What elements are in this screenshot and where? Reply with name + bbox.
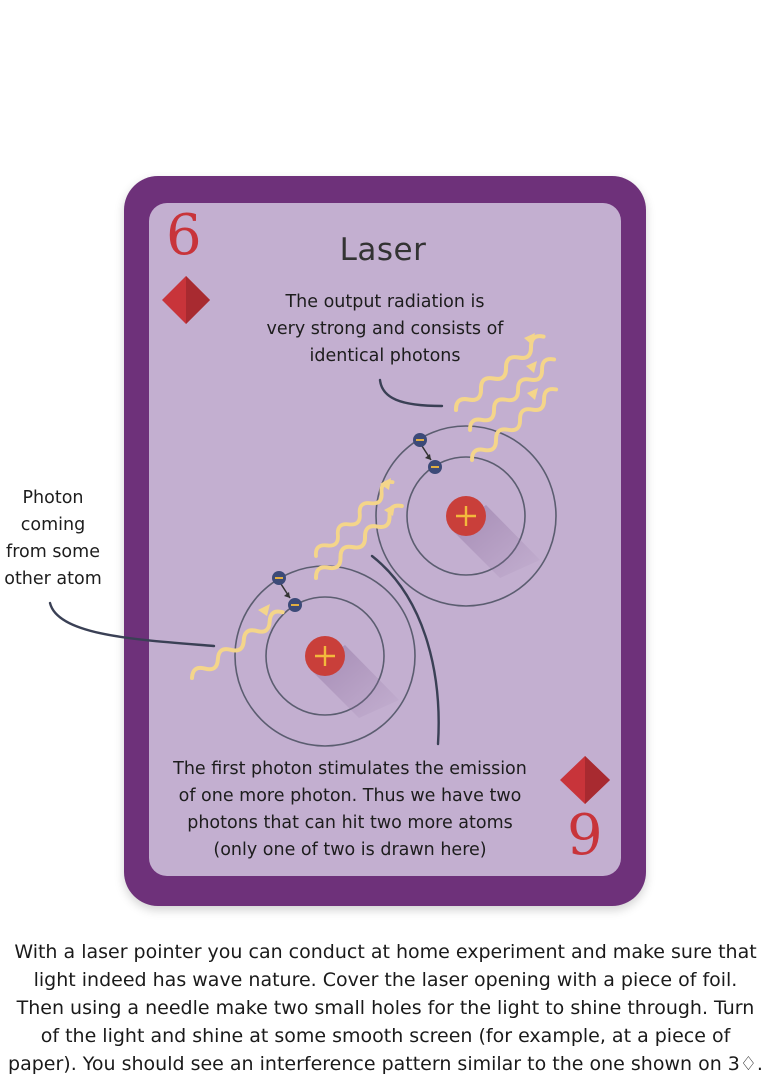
leader-line-first: [370, 554, 440, 746]
atom-upper: [375, 425, 557, 607]
rank-bottom: 9: [567, 803, 603, 868]
leader-line-output: [378, 378, 444, 408]
card-frame: [124, 176, 646, 906]
card-title: Laser: [339, 232, 427, 268]
rank-top: 6: [166, 203, 202, 268]
annotation-output: The output radiation is very strong and …: [266, 292, 504, 366]
annotation-first-photon: The first photon stimulates the emission…: [173, 759, 527, 860]
annotation-photon: Photon coming from some other atom: [4, 488, 102, 589]
leader-line-photon: [48, 601, 216, 648]
plus-icon: [456, 506, 476, 526]
footer-text: With a laser pointer you can conduct at …: [8, 941, 763, 1075]
photon-waves: [189, 333, 562, 682]
electron-transitions: [272, 433, 442, 612]
atom-lower: [234, 565, 416, 747]
card-face: [149, 203, 621, 876]
plus-icon: [315, 646, 335, 666]
